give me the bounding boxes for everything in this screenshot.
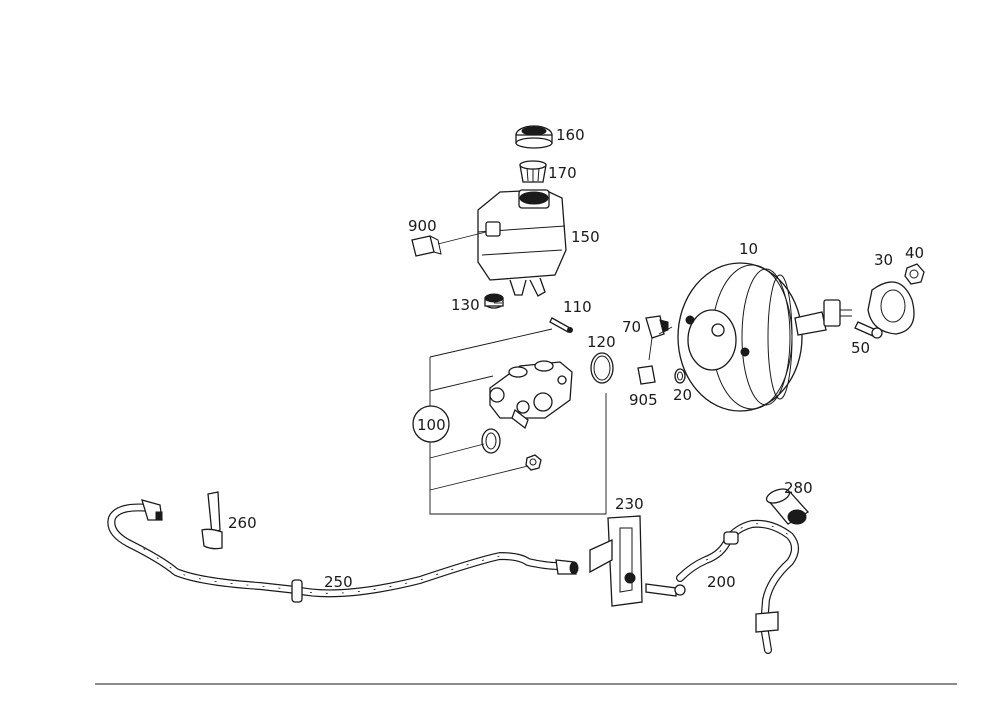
label-905[interactable]: 905	[629, 391, 658, 409]
label-40[interactable]: 40	[905, 244, 924, 262]
vacuum-line-part[interactable]	[645, 519, 799, 654]
check-valve-part[interactable]	[765, 486, 810, 525]
sensor-adapter-part[interactable]	[637, 365, 656, 385]
part-number-labels: 160 170 900 150 10 30 40 130 110 70 120 …	[228, 126, 924, 591]
label-70[interactable]: 70	[622, 318, 641, 336]
label-110[interactable]: 110	[563, 298, 592, 316]
label-250[interactable]: 250	[324, 573, 353, 591]
kit-100-bracket-lines	[412, 328, 607, 515]
reservoir-strainer-part[interactable]	[519, 160, 547, 183]
hose-clip-part[interactable]	[201, 491, 223, 550]
master-cylinder-part[interactable]	[489, 360, 573, 430]
label-50[interactable]: 50	[851, 339, 870, 357]
label-160[interactable]: 160	[556, 126, 585, 144]
level-sensor-part[interactable]	[411, 235, 442, 257]
label-10[interactable]: 10	[739, 240, 758, 258]
label-150[interactable]: 150	[571, 228, 600, 246]
booster-bolt-part[interactable]	[854, 321, 883, 339]
label-230[interactable]: 230	[615, 495, 644, 513]
label-170[interactable]: 170	[548, 164, 577, 182]
label-260[interactable]: 260	[228, 514, 257, 532]
label-280[interactable]: 280	[784, 479, 813, 497]
label-130[interactable]: 130	[451, 296, 480, 314]
seal-washer-part[interactable]	[674, 368, 686, 384]
booster-gasket-part[interactable]	[867, 281, 915, 335]
vacuum-hose-part[interactable]	[107, 499, 579, 603]
hose-bracket-part[interactable]	[589, 515, 643, 607]
o-ring-part[interactable]	[590, 352, 614, 384]
label-200[interactable]: 200	[707, 573, 736, 591]
brake-booster-part[interactable]	[677, 262, 852, 412]
leader-lines	[437, 231, 673, 335]
label-30[interactable]: 30	[874, 251, 893, 269]
reservoir-grommet-part[interactable]	[484, 293, 504, 309]
pressure-sensor-part[interactable]	[645, 315, 669, 361]
label-120[interactable]: 120	[587, 333, 616, 351]
retaining-pin-part[interactable]	[549, 317, 573, 333]
master-cylinder-seal-ring-part[interactable]	[481, 428, 501, 454]
master-cylinder-nut-part[interactable]	[525, 454, 542, 471]
reservoir-cap-part[interactable]	[515, 125, 553, 149]
label-20[interactable]: 20	[673, 386, 692, 404]
booster-nut-part[interactable]	[904, 263, 925, 285]
label-900[interactable]: 900	[408, 217, 437, 235]
brake-fluid-reservoir-part[interactable]	[477, 189, 567, 297]
label-100[interactable]: 100	[417, 416, 446, 434]
